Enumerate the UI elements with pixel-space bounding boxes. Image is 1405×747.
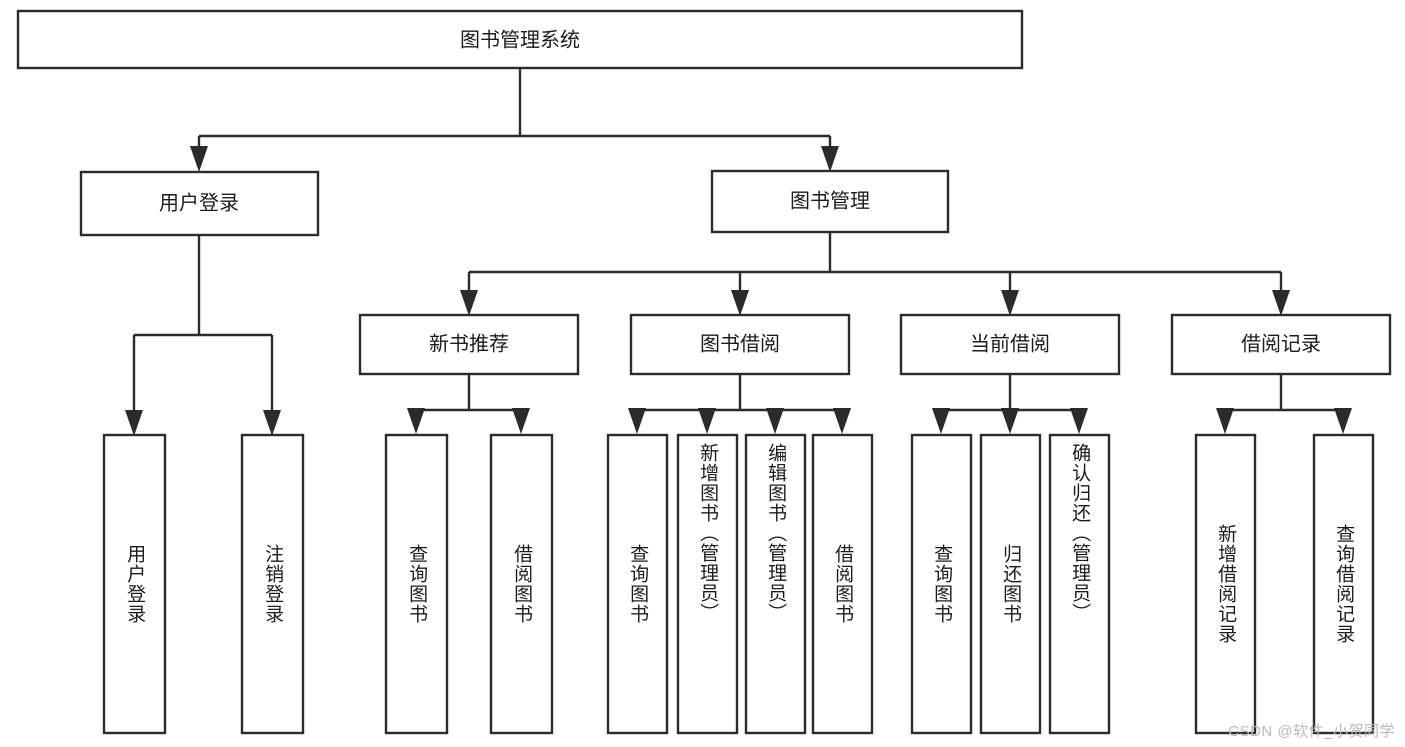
node-leaf-add-book[interactable] (676, 433, 739, 735)
arrowhead-book-borrow (731, 290, 749, 316)
node-leaf-borrow-book-1[interactable] (489, 433, 554, 735)
arrowhead-leaf-return-book (1001, 408, 1019, 434)
node-leaf-query-book-3[interactable] (910, 433, 973, 735)
arrowhead-new-book-rec (460, 290, 478, 316)
node-root-label: 图书管理系统 (460, 28, 580, 51)
node-leaf-query-book-2[interactable] (606, 433, 669, 735)
node-leaf-confirm-return[interactable] (1048, 433, 1111, 735)
node-leaf-return-book[interactable] (979, 433, 1042, 735)
arrowhead-leaf-query-book-2 (628, 408, 646, 434)
arrowhead-leaf-query-record (1334, 408, 1352, 434)
node-leaf-query-book-1[interactable] (384, 433, 449, 735)
arrowhead-book-manage (821, 146, 839, 172)
arrowhead-leaf-borrow-book-2 (833, 408, 851, 434)
arrowhead-leaf-query-book-3 (932, 408, 950, 434)
node-leaf-edit-book[interactable] (744, 433, 807, 735)
arrowhead-current-borrow (1001, 290, 1019, 316)
watermark-text: CSDN @软件_小贺同学 (1228, 723, 1395, 740)
node-root[interactable] (16, 9, 1024, 70)
node-user-login[interactable] (79, 170, 320, 237)
arrowhead-leaf-confirm-return (1070, 408, 1088, 434)
arrowhead-leaf-query-book-1 (407, 408, 425, 434)
node-book-manage-label: 图书管理 (790, 189, 870, 212)
arrowhead-leaf-edit-book (766, 408, 784, 434)
node-current-borrow[interactable] (899, 313, 1121, 376)
node-user-login-label: 用户登录 (159, 191, 239, 214)
node-new-book-rec[interactable] (358, 313, 580, 376)
node-new-book-rec-label: 新书推荐 (429, 332, 509, 355)
node-group: 图书管理系统 用户登录 图书管理 新书推荐 图书借阅 当前借阅 借阅记录 (16, 9, 1392, 735)
arrowhead-leaf-add-book (698, 408, 716, 434)
node-current-borrow-label: 当前借阅 (970, 332, 1050, 355)
arrowhead-user-login (190, 146, 208, 172)
arrowhead-leaf-user-login (125, 410, 143, 436)
node-borrow-record[interactable] (1170, 313, 1392, 376)
arrowhead-borrow-record (1272, 290, 1290, 316)
node-leaf-add-record[interactable] (1194, 433, 1257, 735)
arrowhead-leaf-user-logout (263, 410, 281, 436)
node-leaf-query-record[interactable] (1312, 433, 1375, 735)
node-borrow-record-label: 借阅记录 (1241, 332, 1321, 355)
node-book-borrow[interactable] (629, 313, 851, 376)
node-leaf-user-logout[interactable] (240, 433, 305, 735)
node-book-manage[interactable] (710, 169, 950, 234)
arrowhead-leaf-add-record (1216, 408, 1234, 434)
arrowhead-leaf-borrow-book-1 (512, 408, 530, 434)
node-leaf-user-login[interactable] (102, 433, 167, 735)
node-book-borrow-label: 图书借阅 (700, 332, 780, 355)
node-leaf-borrow-book-2[interactable] (811, 433, 874, 735)
